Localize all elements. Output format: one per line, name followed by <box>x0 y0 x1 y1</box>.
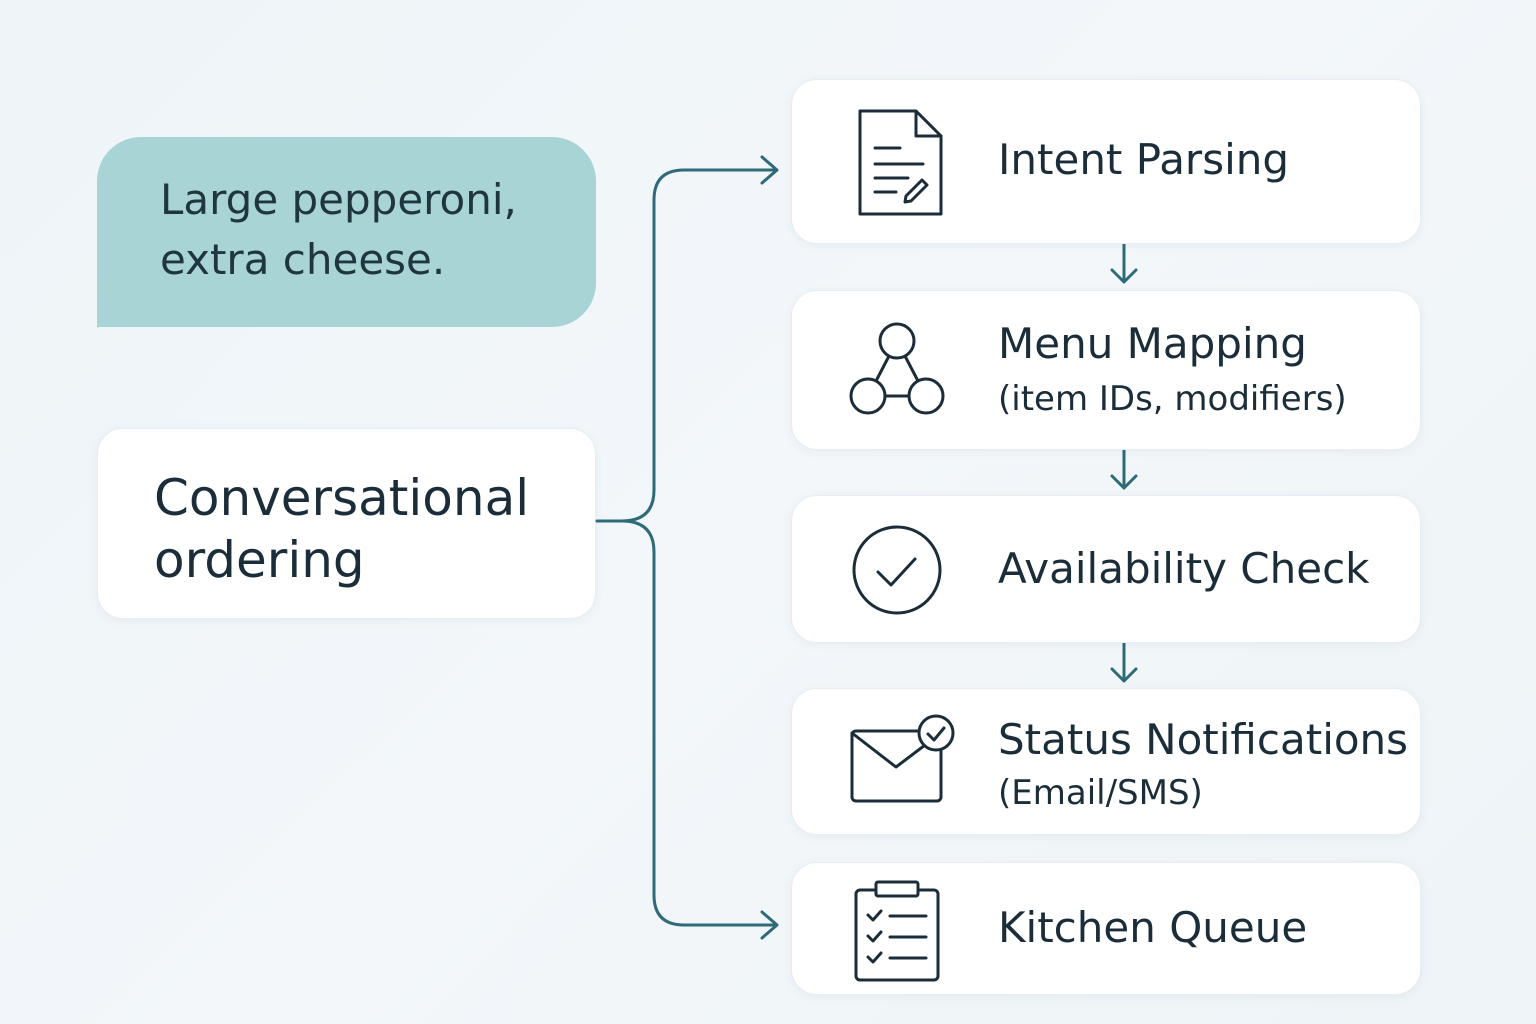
speech-bubble-tail <box>97 300 145 328</box>
step-title: Status Notifications <box>998 715 1409 764</box>
conversational-ordering-card: Conversational ordering <box>97 428 596 619</box>
brace-stem <box>595 168 778 523</box>
step-title: Availability Check <box>998 544 1370 593</box>
down-arrow-2 <box>1110 448 1138 490</box>
arrowhead-top <box>760 155 779 185</box>
source-label-line-2: ordering <box>154 531 365 589</box>
conversational-ordering-label: Conversational ordering <box>154 467 529 591</box>
step-card-intent-parsing: Intent Parsing <box>791 79 1421 244</box>
step-card-availability-check: Availability Check <box>791 495 1421 643</box>
down-arrow-3 <box>1110 641 1138 683</box>
source-label-line-1: Conversational <box>154 469 530 527</box>
network-nodes-icon <box>849 322 945 415</box>
step-title: Menu Mapping <box>998 319 1307 368</box>
step-card-menu-mapping: Menu Mapping (item IDs, modifiers) <box>791 290 1421 450</box>
step-card-kitchen-queue: Kitchen Queue <box>791 862 1421 995</box>
speech-bubble-line-2: extra cheese. <box>160 235 446 284</box>
arrowhead-bottom <box>760 910 779 940</box>
speech-bubble-text: Large pepperoni, extra cheese. <box>160 170 580 290</box>
step-subtitle: (item IDs, modifiers) <box>998 379 1347 419</box>
clipboard-checklist-icon <box>854 880 940 982</box>
envelope-check-icon <box>850 714 955 803</box>
step-title: Intent Parsing <box>998 135 1290 184</box>
brace-lower <box>620 519 778 927</box>
down-arrow-1 <box>1110 242 1138 284</box>
speech-bubble <box>97 137 596 327</box>
step-subtitle: (Email/SMS) <box>998 773 1203 813</box>
speech-bubble-line-1: Large pepperoni, <box>160 175 517 224</box>
step-card-status-notifications: Status Notifications (Email/SMS) <box>791 688 1421 835</box>
step-title: Kitchen Queue <box>998 903 1308 952</box>
document-icon <box>858 109 943 216</box>
check-circle-icon <box>852 525 942 615</box>
